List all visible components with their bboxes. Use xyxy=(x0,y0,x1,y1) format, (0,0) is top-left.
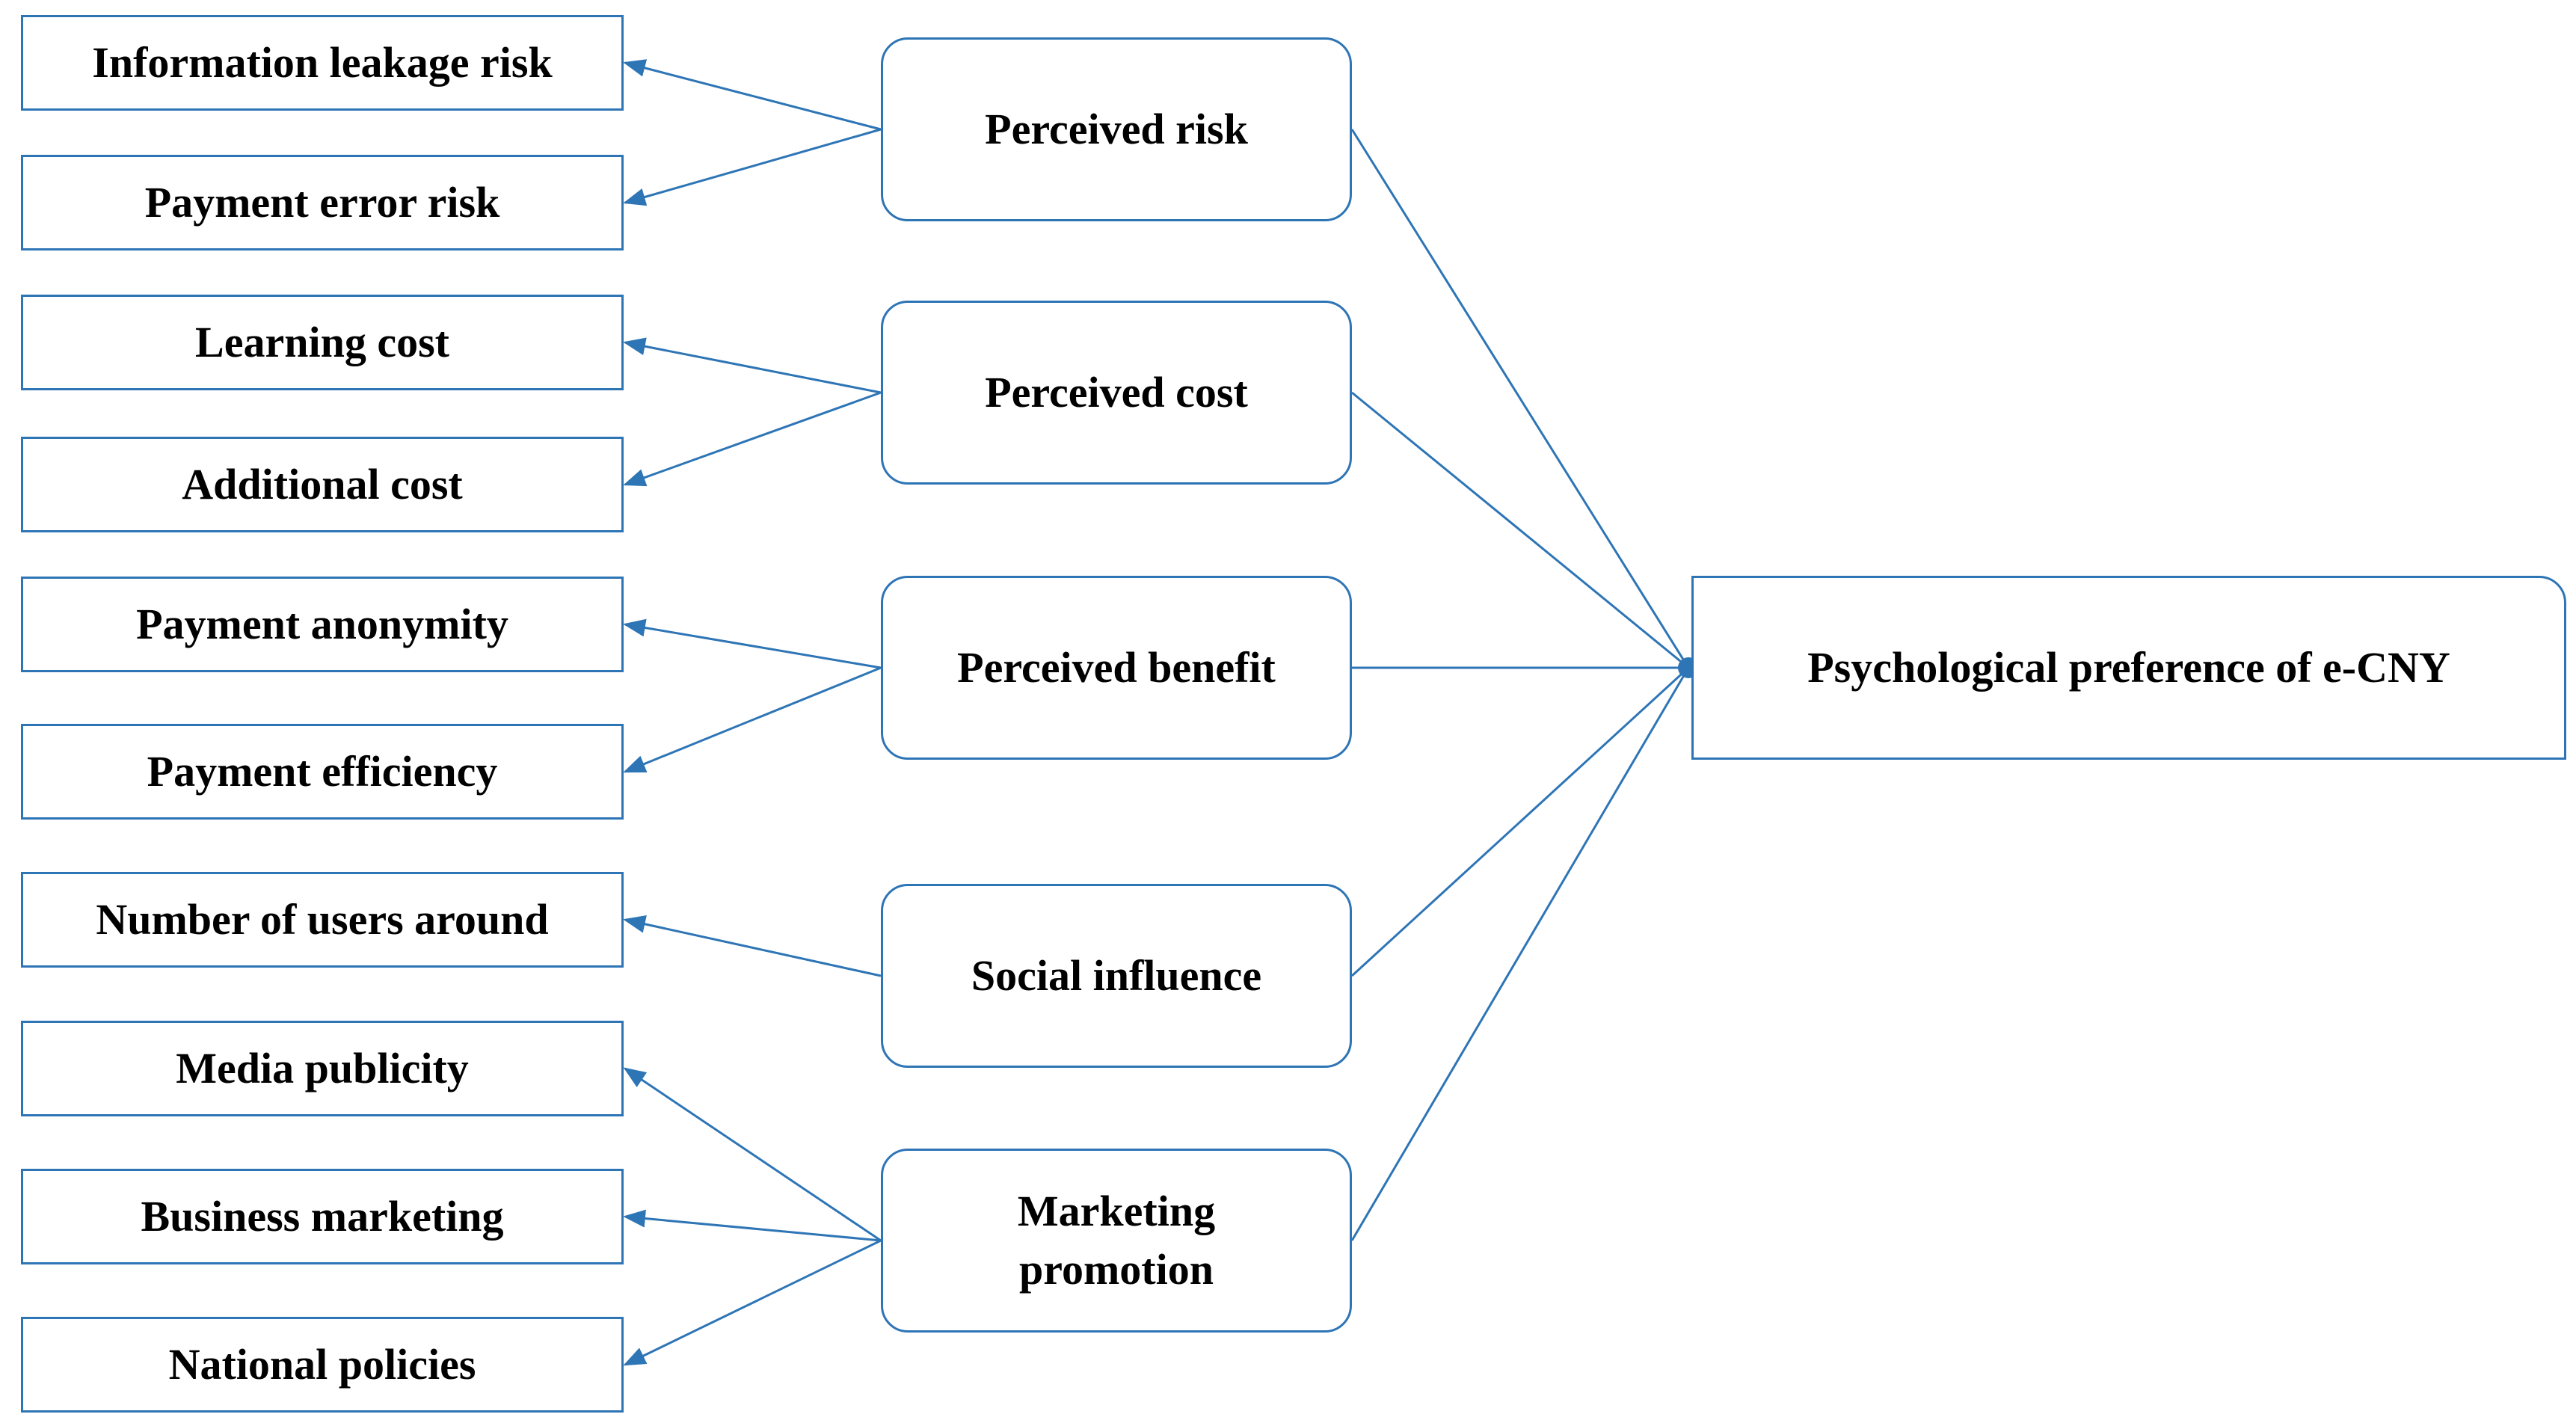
arrow-factor-0-to-indicator-0 xyxy=(623,59,882,131)
edge-factor-4-to-outcome xyxy=(1350,667,1690,1241)
indicator-label: Learning cost xyxy=(195,317,449,366)
indicator-label: Number of users around xyxy=(96,894,549,944)
outcome-label: Psychological preference of e-CNY xyxy=(1807,642,2450,692)
indicator-box-number-of-users-around: Number of users around xyxy=(21,872,624,968)
factor-label: Marketing promotion xyxy=(1017,1186,1216,1294)
edge-factor-0-to-outcome xyxy=(1350,129,1690,669)
arrow-factor-1-to-indicator-0 xyxy=(623,337,882,394)
arrow-factor-1-to-indicator-1 xyxy=(623,391,882,487)
indicator-box-additional-cost: Additional cost xyxy=(21,437,624,532)
outcome-box-psychological-preference: Psychological preference of e-CNY xyxy=(1691,576,2566,760)
indicator-label: National policies xyxy=(168,1339,476,1389)
indicator-box-media-publicity: Media publicity xyxy=(21,1021,624,1116)
indicator-label: Business marketing xyxy=(141,1191,504,1241)
arrow-factor-0-to-indicator-1 xyxy=(623,128,882,206)
arrow-factor-3-to-indicator-0 xyxy=(623,915,882,977)
arrow-factor-2-to-indicator-0 xyxy=(623,618,882,669)
indicator-box-learning-cost: Learning cost xyxy=(21,295,624,390)
indicator-label: Payment efficiency xyxy=(147,746,498,796)
indicator-box-business-marketing: Business marketing xyxy=(21,1169,624,1264)
indicator-label: Payment anonymity xyxy=(136,599,508,648)
factor-label: Social influence xyxy=(971,950,1262,1000)
arrow-factor-2-to-indicator-1 xyxy=(623,666,882,773)
edges-group xyxy=(623,59,1690,1366)
edge-factor-1-to-outcome xyxy=(1351,391,1689,669)
indicator-box-payment-anonymity: Payment anonymity xyxy=(21,577,624,672)
factor-label: Perceived cost xyxy=(985,367,1248,417)
arrow-factor-4-to-indicator-0 xyxy=(623,1067,882,1242)
factor-box-marketing-promotion: Marketing promotion xyxy=(881,1149,1352,1333)
indicator-label: Additional cost xyxy=(182,459,463,508)
factor-box-perceived-benefit: Perceived benefit xyxy=(881,576,1352,760)
indicator-label: Payment error risk xyxy=(144,177,500,227)
indicator-box-national-policies: National policies xyxy=(21,1317,624,1413)
arrow-factor-4-to-indicator-2 xyxy=(623,1239,882,1366)
factor-label: Perceived benefit xyxy=(957,642,1276,692)
indicator-box-information-leakage-risk: Information leakage risk xyxy=(21,15,624,111)
factor-label: Perceived risk xyxy=(985,104,1248,153)
factor-box-perceived-risk: Perceived risk xyxy=(881,37,1352,221)
indicator-label: Media publicity xyxy=(176,1043,469,1092)
indicator-box-payment-error-risk: Payment error risk xyxy=(21,155,624,251)
factor-box-social-influence: Social influence xyxy=(881,884,1352,1068)
arrow-factor-4-to-indicator-1 xyxy=(623,1209,882,1242)
indicator-box-payment-efficiency: Payment efficiency xyxy=(21,724,624,820)
indicator-label: Information leakage risk xyxy=(92,37,553,87)
edge-factor-3-to-outcome xyxy=(1350,666,1690,977)
factor-box-perceived-cost: Perceived cost xyxy=(881,301,1352,485)
